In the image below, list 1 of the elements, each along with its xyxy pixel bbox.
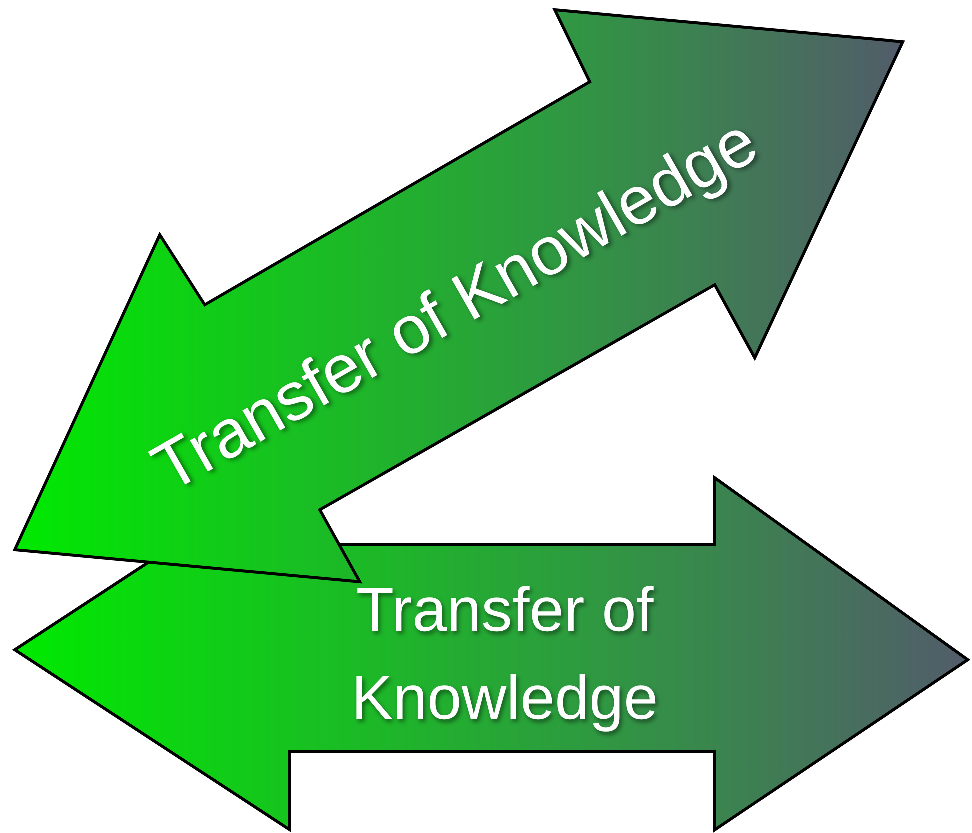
arrow-label: Transfer of Knowledge [350,574,660,735]
